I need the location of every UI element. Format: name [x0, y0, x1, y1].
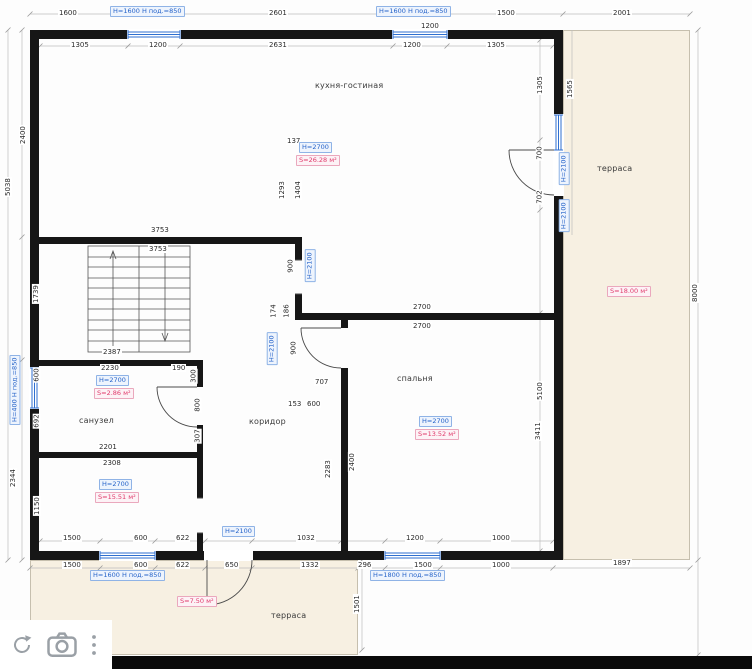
dimension-label: 1500	[413, 561, 433, 570]
dimension-label: 1500	[62, 561, 82, 570]
dimension-label: 1000	[491, 534, 511, 543]
door-swings	[156, 149, 555, 606]
area-label: S=15.51 м²	[95, 492, 139, 504]
staircase	[87, 245, 191, 353]
window-symbols	[30, 30, 563, 560]
dimension-label: 900	[289, 340, 298, 356]
viewer-controls	[0, 620, 112, 669]
dimension-label: 600	[133, 534, 149, 543]
dimension-label: 5100	[535, 381, 544, 401]
dimension-label: 2201	[98, 443, 118, 452]
ceiling-height-label: H=2700	[96, 375, 129, 387]
window-spec-label: H=1800 Н под.=850	[370, 570, 445, 582]
dimension-label: 1032	[296, 534, 316, 543]
dimension-label: 1200	[402, 41, 422, 50]
area-label: S=26.28 м²	[296, 155, 340, 167]
dimension-label: 2400	[347, 452, 356, 472]
door-height-label: H=2100	[222, 526, 255, 538]
dimension-label: 1200	[405, 534, 425, 543]
dimension-label: 1565	[565, 79, 574, 99]
dimension-label: 2631	[268, 41, 288, 50]
dimension-label: 2700	[412, 322, 432, 331]
dimension-label: 153	[287, 400, 303, 409]
dimension-label: 3411	[533, 421, 542, 441]
ceiling-height-label: H=2700	[99, 479, 132, 491]
dimension-label: 1000	[491, 561, 511, 570]
dimension-label: 2400	[18, 125, 27, 145]
dimension-label: 2283	[323, 459, 332, 479]
area-label: S=13.52 м²	[415, 429, 459, 441]
dimension-label: 137	[286, 137, 302, 146]
dimension-label: 2344	[8, 468, 17, 488]
rotate-icon[interactable]	[8, 631, 36, 659]
dimension-label: 1305	[535, 75, 544, 95]
dimension-label: 1305	[70, 41, 90, 50]
door-height-label: Н=2100	[558, 199, 571, 233]
dimension-label: 2001	[612, 9, 632, 18]
dimension-label: 2308	[102, 459, 122, 468]
ceiling-height-label: H=2700	[419, 416, 452, 428]
dimension-label: 1293	[277, 180, 286, 200]
dimension-label: 2700	[412, 303, 432, 312]
dimension-label: 1897	[612, 559, 632, 568]
room-label-kitchen-living: кухня-гостиная	[315, 81, 384, 90]
dimension-label: 600	[133, 561, 149, 570]
dimension-label: 1332	[300, 561, 320, 570]
dimension-label: 1500	[496, 9, 516, 18]
dimension-label: 1305	[486, 41, 506, 50]
dimension-label: 600	[32, 367, 41, 383]
dimension-label: 296	[357, 561, 373, 570]
dimension-label: 1404	[293, 180, 302, 200]
dimension-label: 3753	[150, 226, 170, 235]
dimension-label: 622	[175, 534, 191, 543]
dimension-label: 5038	[3, 177, 12, 197]
dimension-label: 300	[189, 368, 198, 384]
room-label-terrace: терраса	[597, 164, 633, 173]
dimension-label: 2601	[268, 9, 288, 18]
dimension-label: 1501	[352, 594, 361, 614]
dimension-label: 8000	[690, 283, 699, 303]
dimension-label: 2387	[102, 348, 122, 357]
dimension-label: 1600	[58, 9, 78, 18]
more-options-icon[interactable]	[88, 631, 100, 659]
dimension-label: 707	[314, 378, 330, 387]
dimension-label: 622	[175, 561, 191, 570]
dimension-label: 1200	[420, 22, 440, 31]
window-spec-label: H=1600 Н под.=850	[110, 6, 185, 18]
room-label-corridor: коридор	[249, 417, 286, 426]
dimension-label: 2230	[100, 364, 120, 373]
door-height-label: Н=2100	[266, 332, 279, 366]
dimension-label: 1739	[31, 284, 40, 304]
dimension-label: 186	[282, 303, 291, 319]
camera-icon[interactable]	[45, 629, 79, 660]
door-height-label: H=2100	[558, 152, 571, 186]
dimension-label: 1200	[148, 41, 168, 50]
dimension-label: 700	[535, 145, 544, 161]
dimension-label: 900	[286, 258, 295, 274]
dimension-label: 1500	[62, 534, 82, 543]
opening-height-label: Н=2100	[304, 249, 317, 283]
dimension-label: 190	[171, 364, 187, 373]
area-label: S=2.86 м²	[94, 388, 134, 400]
dimension-label: 692	[32, 413, 41, 429]
dimension-label: 174	[269, 303, 278, 319]
room-label-terrace: терраса	[271, 611, 307, 620]
dimension-label: 1150	[32, 496, 41, 516]
room-label-bathroom: санузел	[79, 416, 114, 425]
dimension-label: 650	[224, 561, 240, 570]
dimension-label: 600	[306, 400, 322, 409]
window-spec-label: H=400 Н под.=850	[9, 354, 21, 425]
area-label: S=7.50 м²	[177, 596, 217, 608]
dimension-label: 307	[193, 428, 202, 444]
bottom-bar	[112, 656, 752, 669]
ceiling-height-label: H=2700	[299, 142, 332, 154]
dimension-label: 3753	[148, 245, 168, 254]
dimension-label: 800	[193, 397, 202, 413]
window-spec-label: H=1600 Н под.=850	[376, 6, 451, 18]
room-label-bedroom: спальня	[397, 374, 433, 383]
area-label: S=18.00 м²	[607, 286, 651, 298]
dimension-label: 702	[535, 189, 544, 205]
window-spec-label: H=1600 Н под.=850	[90, 570, 165, 582]
